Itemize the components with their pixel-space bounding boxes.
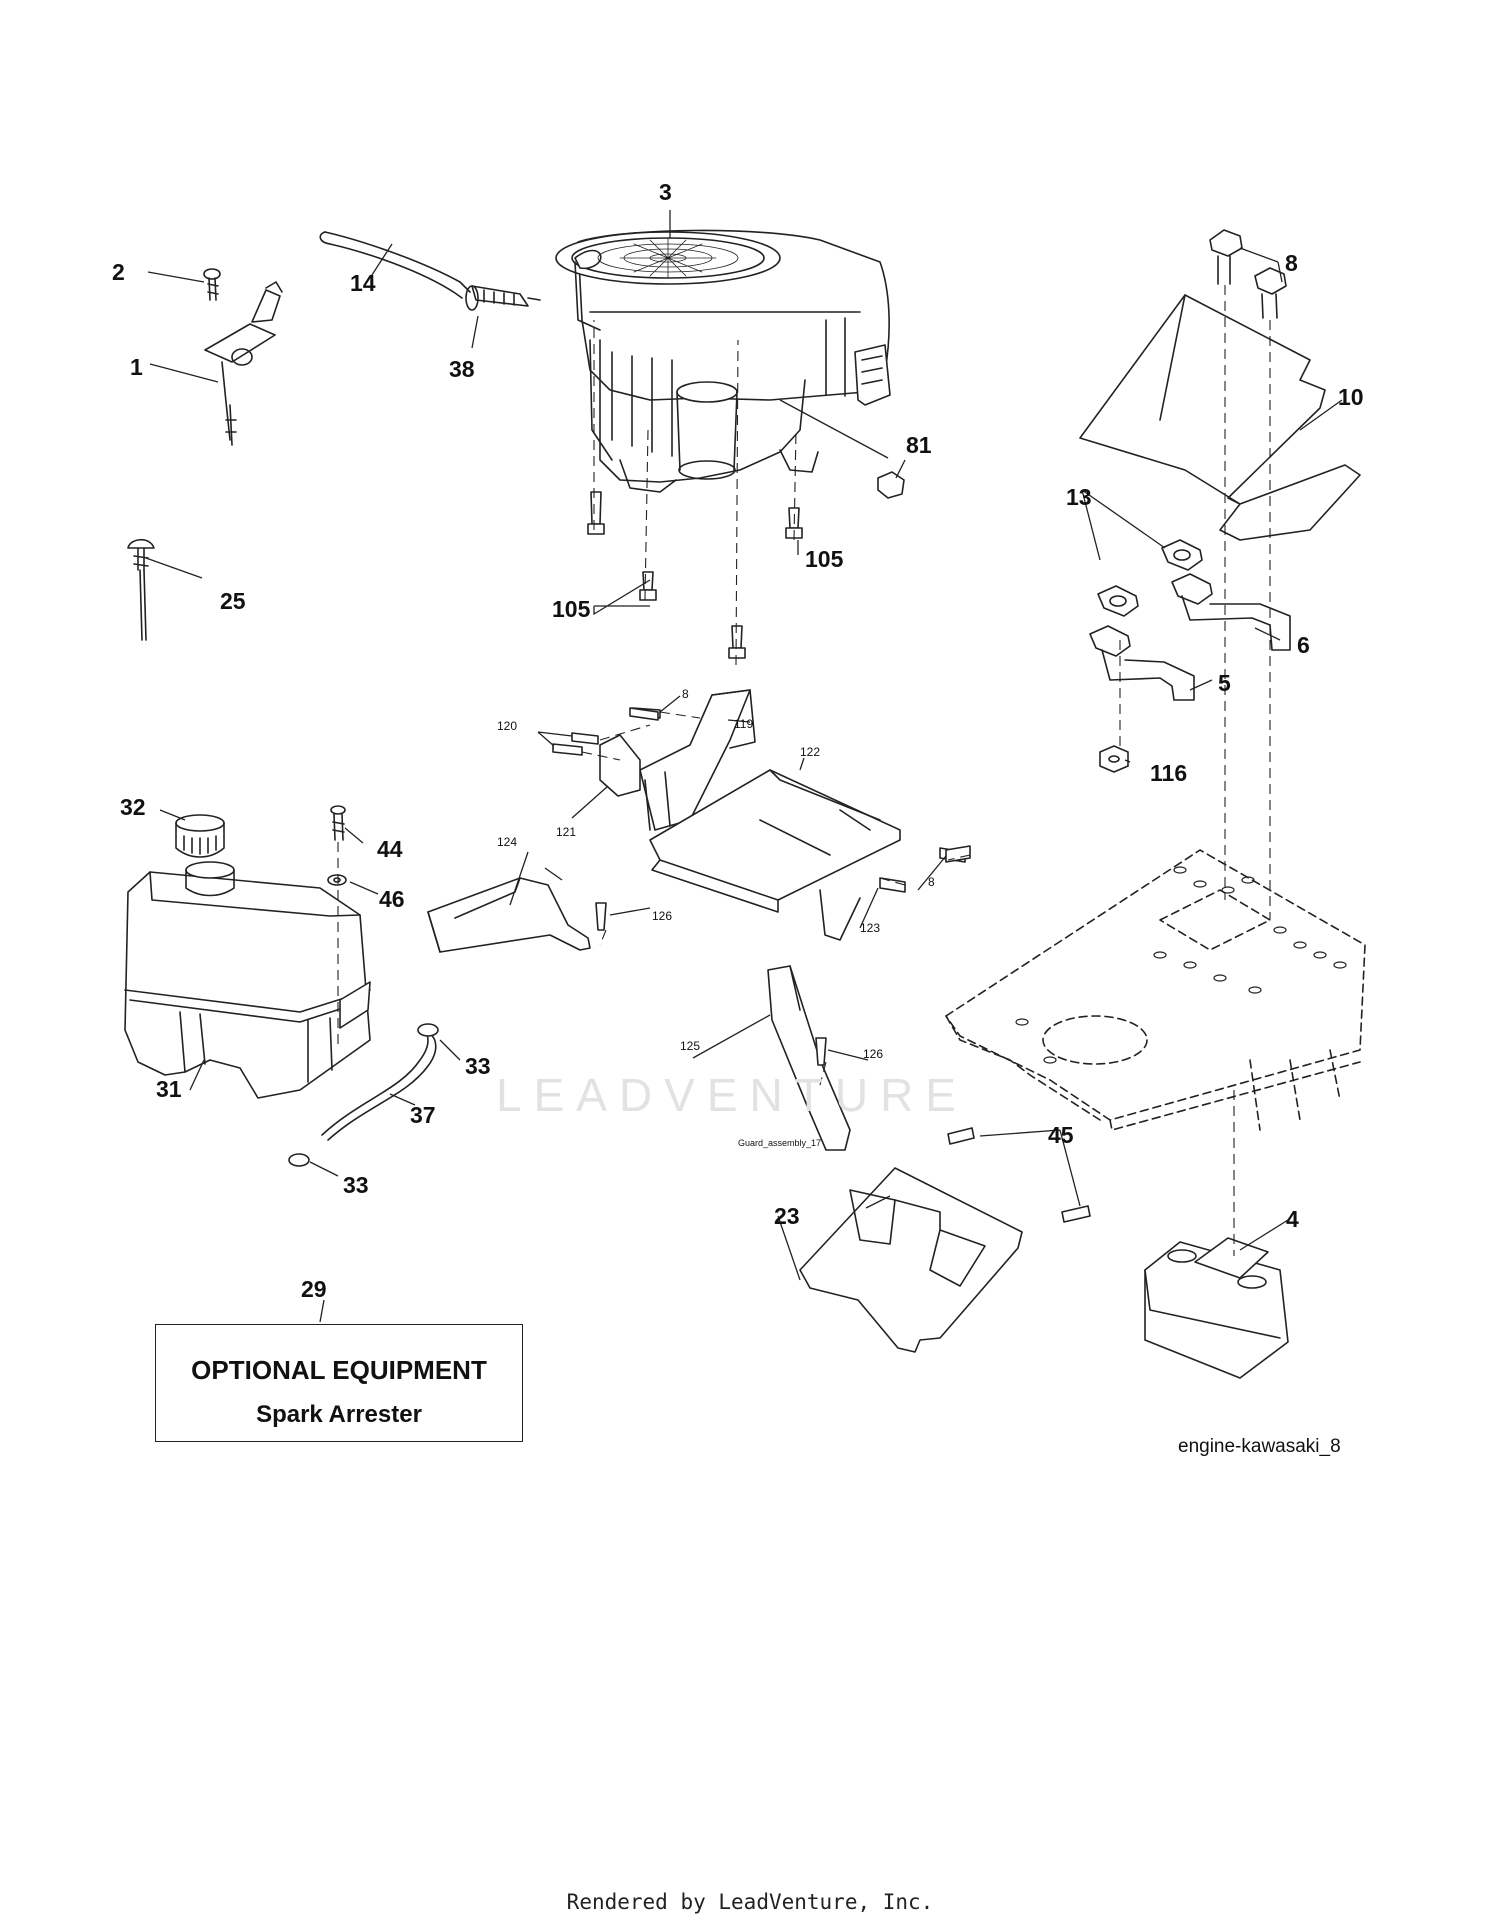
fuel-cap-part-32[interactable] xyxy=(175,814,235,897)
callout-25: 25 xyxy=(220,588,246,614)
assembly-guide-lines xyxy=(337,285,1271,1256)
nut-part-81[interactable] xyxy=(877,471,905,499)
bolt-part-8-mount-right[interactable] xyxy=(945,845,971,863)
frame-holes xyxy=(1015,866,1347,1064)
screw-part-2[interactable] xyxy=(203,268,221,301)
engine-part-3[interactable] xyxy=(555,229,891,493)
guard-part-124[interactable] xyxy=(427,877,591,953)
footer-credit: Rendered by LeadVenture, Inc. xyxy=(566,1890,934,1914)
callout-105-left: 105 xyxy=(552,596,591,622)
callout-122: 120 xyxy=(497,719,518,733)
leader-lines xyxy=(145,210,1343,1323)
callout-125: 125 xyxy=(680,1039,701,1053)
screw-part-44[interactable] xyxy=(330,805,346,841)
callout-8-top: 8 xyxy=(1285,250,1298,276)
guard-part-125[interactable] xyxy=(767,965,851,1151)
exhaust-pipe-part-6[interactable] xyxy=(1171,573,1291,651)
mounting-bolts-part-105[interactable] xyxy=(587,491,803,659)
callout-119: 119 xyxy=(734,717,754,731)
mount-bracket-part-119[interactable] xyxy=(639,689,756,831)
callout-1: 1 xyxy=(130,354,143,380)
callout-10: 10 xyxy=(1338,384,1364,410)
callout-121: 121 xyxy=(556,825,577,839)
callout-44: 44 xyxy=(377,836,403,862)
fitting-part-38[interactable] xyxy=(465,285,541,311)
callout-126-right: 126 xyxy=(863,1047,884,1061)
frame-reference xyxy=(945,849,1366,1131)
fuel-line-part-37[interactable] xyxy=(321,1029,437,1141)
callout-46: 46 xyxy=(379,886,405,912)
callout-14: 14 xyxy=(350,270,376,296)
throttle-control-part-1[interactable] xyxy=(204,281,283,446)
callout-8-mount-right: 8 xyxy=(928,875,935,889)
callout-31: 31 xyxy=(156,1076,182,1102)
callout-116: 116 xyxy=(1150,760,1188,786)
callout-32: 32 xyxy=(120,794,146,820)
bracket-part-121[interactable] xyxy=(599,734,641,797)
bolts-part-45[interactable] xyxy=(947,1127,1091,1223)
callout-37: 37 xyxy=(410,1102,436,1128)
callout-33-bottom: 33 xyxy=(343,1172,369,1198)
screws-part-126[interactable] xyxy=(595,902,827,1066)
fuel-line-part-14[interactable] xyxy=(319,231,471,299)
callout-3: 3 xyxy=(659,179,672,205)
callout-124: 124 xyxy=(497,835,518,849)
washer-part-46[interactable] xyxy=(327,874,347,886)
callout-105-right: 105 xyxy=(805,546,844,572)
bolt-part-8-mount-left[interactable] xyxy=(629,707,659,721)
callout-33-top: 33 xyxy=(465,1053,491,1079)
leadventure-watermark: LEADVENTURE xyxy=(496,1069,968,1121)
callout-4: 4 xyxy=(1286,1206,1299,1232)
nut-part-116[interactable] xyxy=(1099,745,1129,773)
callout-13: 13 xyxy=(1066,484,1092,510)
heat-shield-part-10[interactable] xyxy=(1079,294,1361,541)
gaskets-part-13[interactable] xyxy=(1097,539,1203,617)
callout-29: 29 xyxy=(301,1276,327,1302)
callout-126-left: 126 xyxy=(652,909,673,923)
callout-6: 6 xyxy=(1297,632,1310,658)
shield-part-23[interactable] xyxy=(799,1167,1023,1353)
callout-123: 123 xyxy=(860,921,881,935)
callout-45: 45 xyxy=(1048,1122,1074,1148)
callout-38: 38 xyxy=(449,356,475,382)
mount-plate-part-120[interactable] xyxy=(649,769,901,941)
clamp-part-33[interactable] xyxy=(288,1023,439,1167)
callout-2: 2 xyxy=(112,259,125,285)
guard-assembly-label: Guard_assembly_17 xyxy=(738,1138,822,1148)
callout-5: 5 xyxy=(1218,670,1231,696)
callout-23: 23 xyxy=(774,1203,800,1229)
optional-equipment-item: Spark Arrester xyxy=(256,1401,422,1428)
dipstick-part-25[interactable] xyxy=(127,538,155,641)
callout-120: 122 xyxy=(800,745,821,759)
diagram-id-label: engine-kawasaki_8 xyxy=(1178,1436,1341,1457)
bolts-part-8-top[interactable] xyxy=(1209,229,1287,319)
exhaust-pipe-part-5[interactable] xyxy=(1089,625,1195,701)
optional-equipment-title: OPTIONAL EQUIPMENT xyxy=(191,1355,487,1385)
muffler-part-4[interactable] xyxy=(1144,1237,1289,1379)
callout-81: 81 xyxy=(906,432,932,458)
callout-8-mount-left: 8 xyxy=(682,687,689,701)
optional-equipment-box: OPTIONAL EQUIPMENT Spark Arrester xyxy=(155,1324,523,1442)
fuel-tank-part-31[interactable] xyxy=(124,871,371,1099)
